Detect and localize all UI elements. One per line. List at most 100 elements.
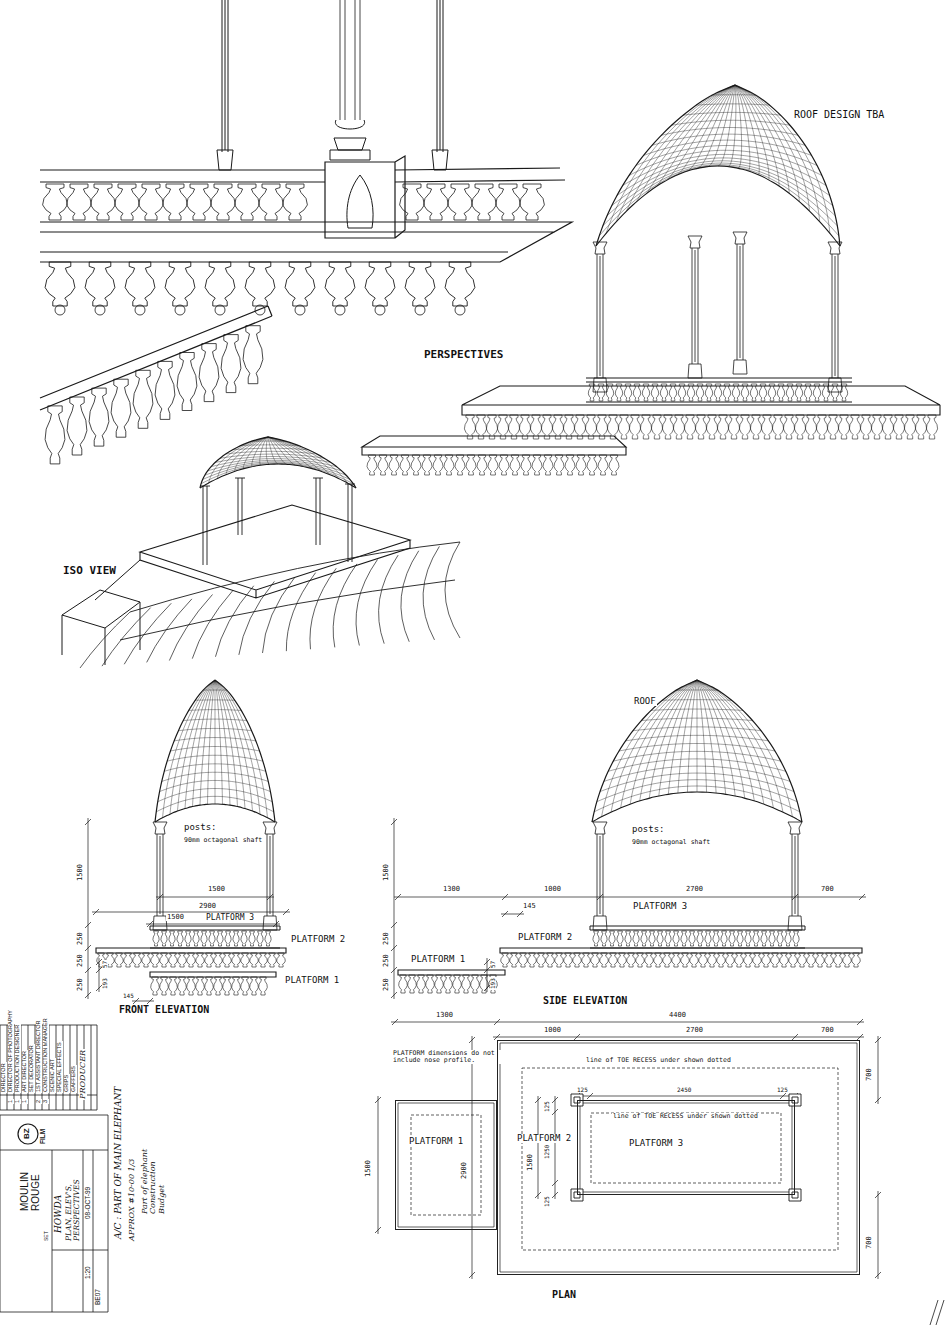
crew-count: 1 <box>8 1099 14 1104</box>
post <box>832 254 838 378</box>
dimension: 57 <box>102 960 108 969</box>
roof-mesh <box>712 94 757 95</box>
crew-role: PRODUCTION DESIGNER <box>15 1024 21 1093</box>
platform-outline <box>398 1043 857 1272</box>
dimension: 1000 <box>543 1027 562 1034</box>
roof-mesh <box>155 680 215 822</box>
roof-mesh <box>641 718 752 720</box>
platform-label: PLATFORM 1 <box>408 1137 464 1146</box>
dimension-line <box>391 818 397 999</box>
roof-mesh <box>651 709 743 710</box>
dimension: 250 <box>383 953 390 968</box>
post-base <box>432 150 448 170</box>
roof-mesh <box>604 766 790 781</box>
roof-mesh <box>158 789 273 802</box>
baluster-row <box>97 953 286 967</box>
dimension: 1500 <box>383 863 390 882</box>
dimension-line <box>375 1096 381 1234</box>
roof-mesh <box>167 755 263 761</box>
pillar-block <box>325 156 405 238</box>
dimension: 700 <box>866 1235 873 1250</box>
dimension-line <box>156 894 274 900</box>
roof-mesh <box>183 719 247 720</box>
baluster-row <box>400 184 545 220</box>
dimension-line <box>394 894 866 900</box>
dimension-line <box>501 911 524 917</box>
post-capital <box>593 242 607 254</box>
title-block: MOULIN ROUGE <box>20 1164 41 1212</box>
roof-mesh <box>668 680 697 794</box>
roof-mesh <box>697 680 745 798</box>
note: posts: <box>183 823 218 832</box>
roof-mesh <box>203 463 350 480</box>
roof-mesh <box>661 128 798 136</box>
roof-mesh <box>178 728 251 730</box>
roof-mesh <box>594 786 800 812</box>
handwritten-note: Part of elephant Construction Budget <box>141 1139 166 1215</box>
dimension-line <box>875 1036 881 1104</box>
title-block: 08-OCT-99 <box>85 1186 92 1220</box>
post-capital <box>733 232 747 244</box>
arch-panel <box>347 175 373 228</box>
platform-label: PLATFORM 2 <box>516 1134 572 1143</box>
note: 90mm octagonal shaft <box>631 839 711 846</box>
view-label: PERSPECTIVES <box>423 349 504 361</box>
roof-mesh <box>697 680 754 801</box>
crew-role: DIRECTOR OF PHOTOGRAPHY <box>8 1009 14 1093</box>
dimension: 1500 <box>207 886 226 893</box>
view-label: ISO VIEW <box>62 565 117 577</box>
roof-mesh <box>617 158 830 196</box>
dimension: 125 <box>544 1195 550 1208</box>
platform-label: PLATFORM 2 <box>517 933 573 942</box>
platform-label: PLATFORM 3 <box>628 1139 684 1148</box>
roof-mesh <box>170 747 259 751</box>
roof-mesh <box>625 735 768 741</box>
toe-recess <box>411 1068 838 1250</box>
crew-count: 3 <box>43 1099 49 1104</box>
dimension: 250 <box>77 953 84 968</box>
roof-mesh <box>215 680 275 822</box>
roof-mesh <box>629 150 822 175</box>
note: ROOF <box>633 697 657 706</box>
roof-mesh <box>643 140 811 155</box>
platform-plan: PLATFORM 3 <box>577 1100 795 1195</box>
view-label: SIDE ELEVATION <box>542 996 628 1007</box>
roof-mesh <box>683 112 781 115</box>
post-base <box>593 378 607 392</box>
baluster-row <box>588 384 847 401</box>
roof-mesh <box>268 437 339 479</box>
roof-mesh <box>215 680 223 804</box>
post-base <box>828 378 842 392</box>
roof-mesh <box>208 460 342 471</box>
post <box>235 478 245 535</box>
baluster-row <box>464 415 937 439</box>
dimension: 1500 <box>365 1159 372 1178</box>
dimension: 700 <box>820 1027 835 1034</box>
dimension: 1500 <box>77 863 84 882</box>
baluster-row <box>593 931 799 946</box>
post-plan <box>571 1094 801 1201</box>
roof-mesh <box>189 709 242 711</box>
roof-mesh <box>606 85 735 233</box>
roof-mesh <box>215 680 230 805</box>
roof-mesh <box>205 462 346 475</box>
roof-mesh <box>697 680 802 822</box>
platform-slab <box>150 972 276 977</box>
roof-mesh <box>163 680 216 818</box>
post <box>437 0 443 152</box>
roof-mesh <box>613 751 781 761</box>
dimension: 2900 <box>198 903 217 910</box>
roof-mesh <box>676 689 718 690</box>
roof-mesh <box>697 680 716 793</box>
roof-mesh <box>251 441 286 442</box>
platform-slab <box>500 948 862 953</box>
rail <box>40 168 565 182</box>
dimension: 250 <box>77 977 84 992</box>
roof-mesh <box>156 796 274 812</box>
post-base <box>593 916 607 930</box>
post <box>267 834 273 916</box>
roof-mesh <box>659 680 697 796</box>
pendant-ball <box>55 305 465 315</box>
